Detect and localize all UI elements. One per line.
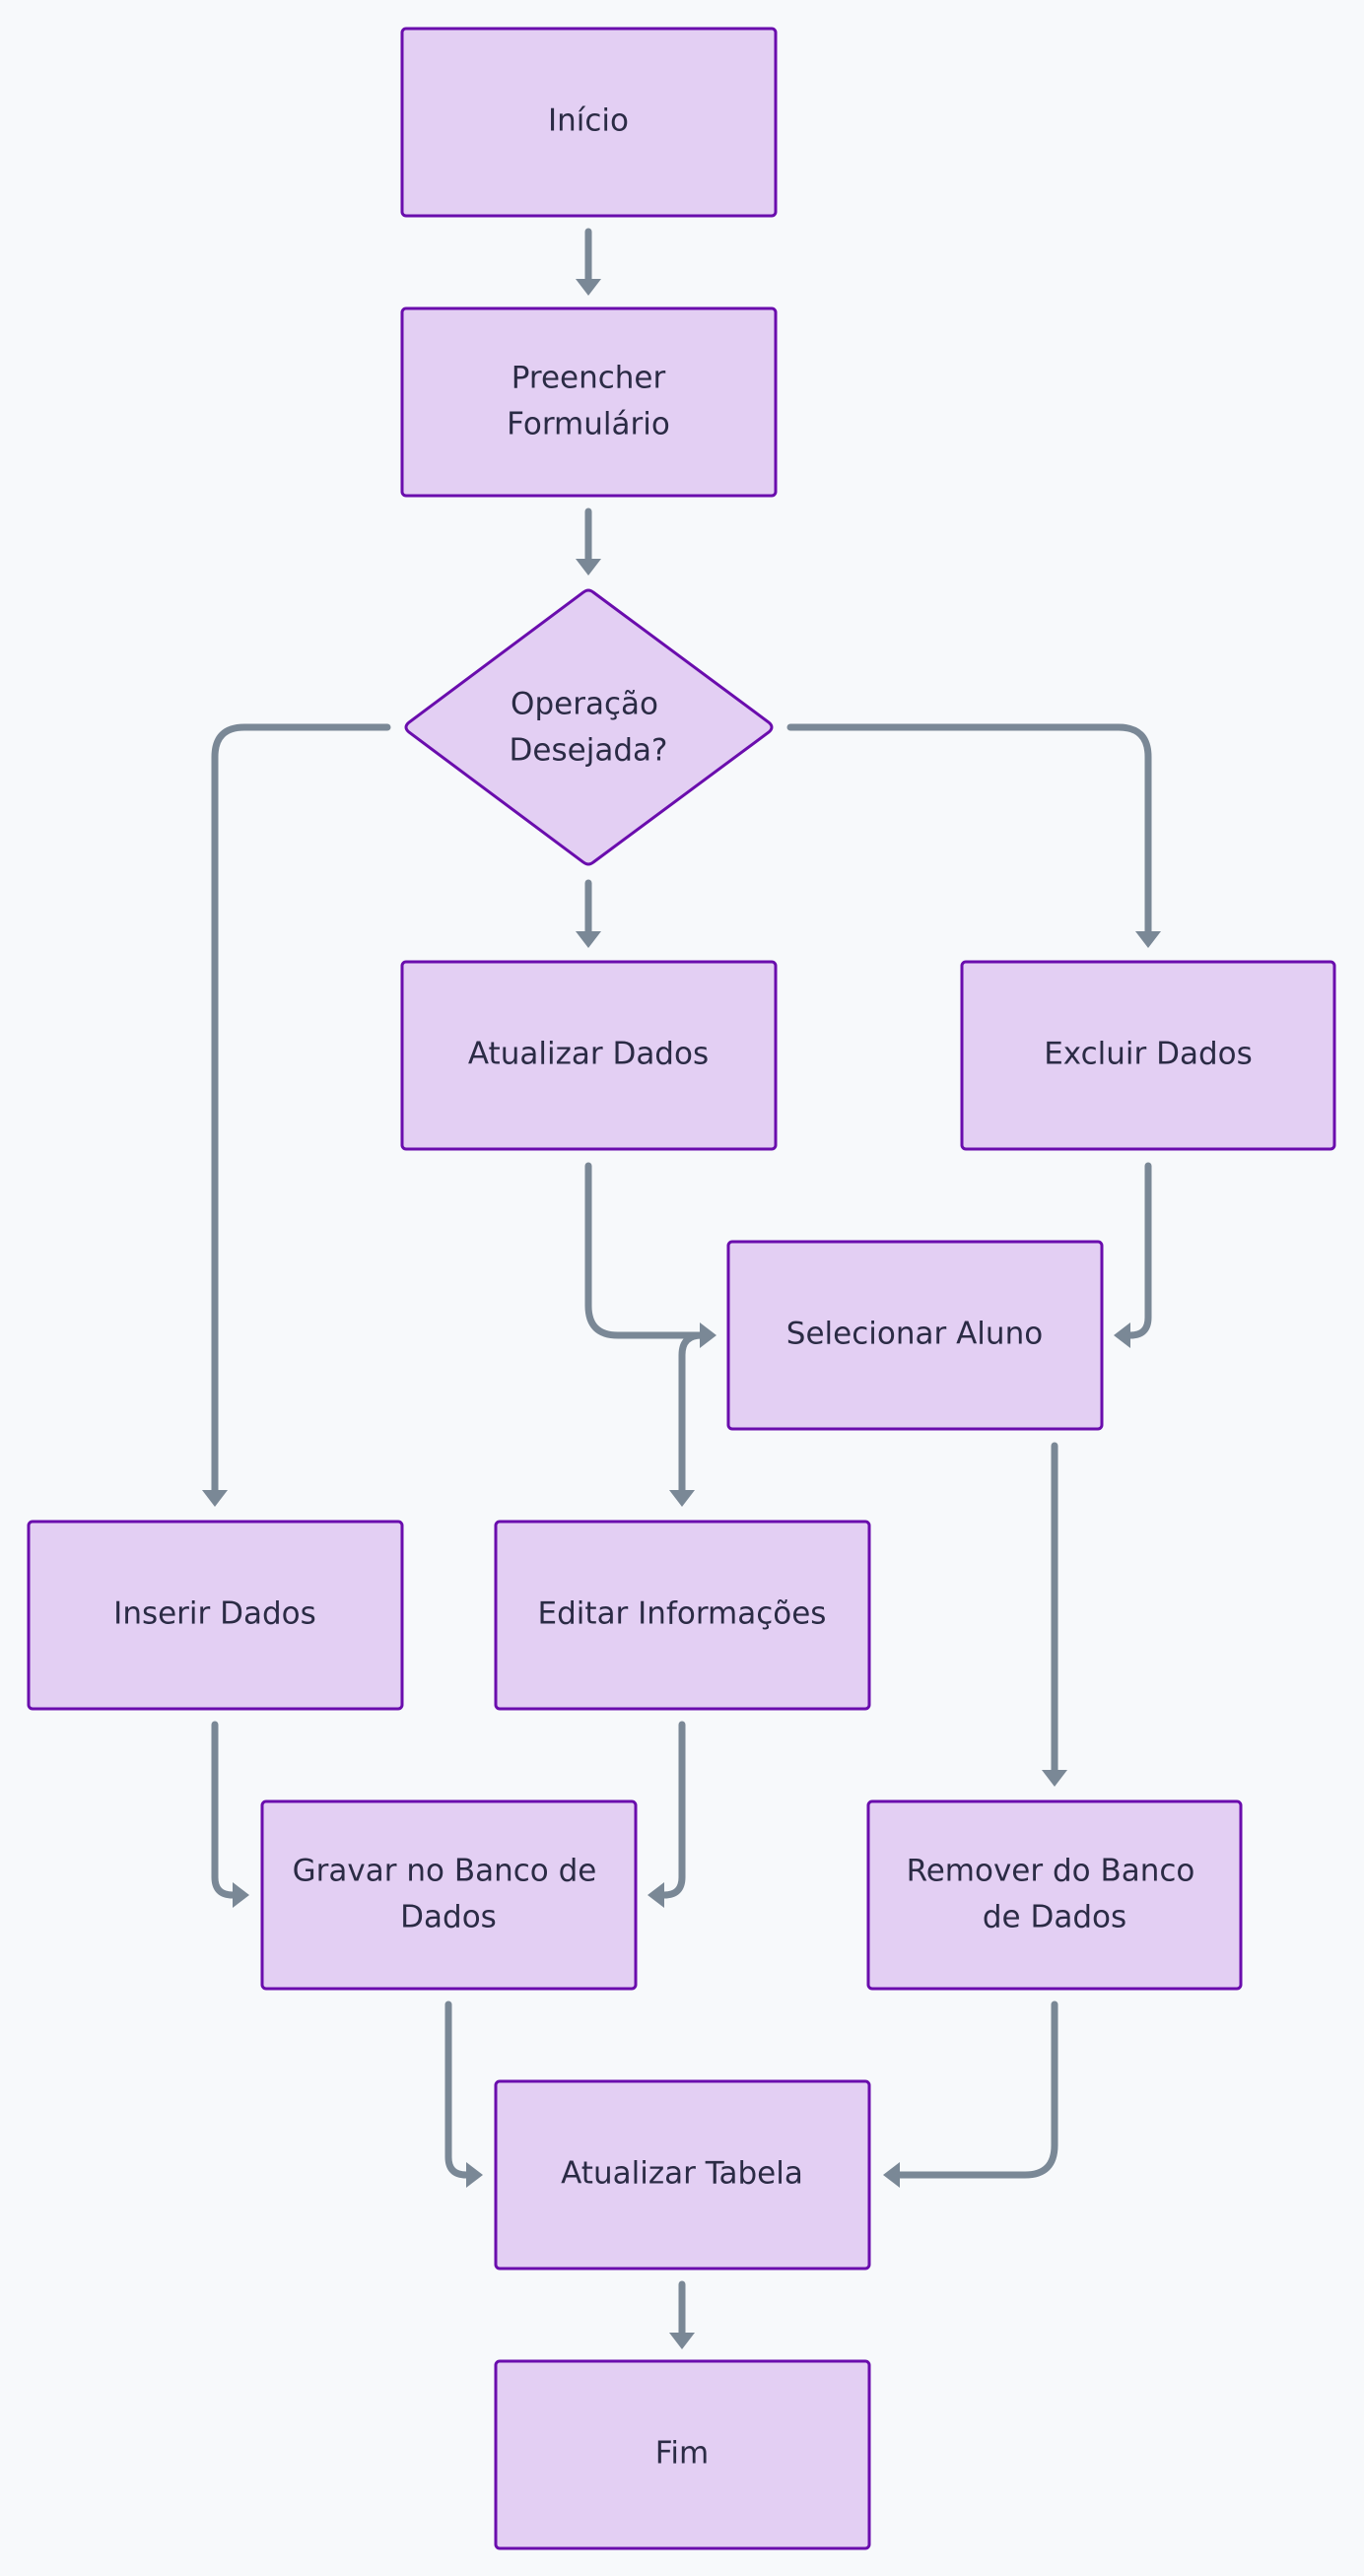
node-operacao-label-line2: Desejada? [510, 733, 668, 769]
edge-atualizar-selecionar [584, 1162, 704, 1339]
node-editar-informacoes: Editar Informações [494, 1520, 871, 1711]
arrowhead-icon [576, 931, 601, 948]
node-excluir-dados-label: Excluir Dados [1044, 1037, 1253, 1072]
node-gravar-banco-box [260, 1799, 638, 1991]
node-inicio-label: Início [548, 103, 629, 139]
node-fim-box [494, 2359, 871, 2550]
node-preencher-label-line1: Preencher [512, 361, 666, 396]
edge-operacao-inserir [211, 723, 391, 1494]
node-remover-banco-label-line2: de Dados [983, 1900, 1126, 1935]
node-preencher-box [400, 306, 778, 498]
arrowhead-icon [1042, 1770, 1067, 1787]
node-preencher-label-line2: Formulário [507, 407, 670, 442]
arrowhead-icon [669, 1490, 695, 1507]
node-inicio: Início [400, 27, 778, 218]
node-atualizar-tabela: Atualizar Tabela [494, 2079, 871, 2271]
arrowhead-icon [576, 559, 601, 576]
edge-remover-atualizar-tabela [896, 2000, 1058, 2179]
edge-editar-gravar [660, 1721, 686, 1899]
node-gravar-banco-label-line1: Gravar no Banco de [293, 1854, 597, 1889]
arrowhead-icon [669, 2333, 695, 2349]
node-inserir-dados: Inserir Dados [27, 1520, 404, 1711]
arrowhead-icon [1135, 931, 1161, 948]
node-remover-banco: Remover do Banco de Dados [866, 1799, 1243, 1991]
node-operacao-label-line1: Operação [511, 687, 658, 722]
edge-selecionar-editar [678, 1331, 706, 1494]
edge-gravar-atualizar-tabela [444, 2000, 470, 2179]
node-selecionar-aluno: Selecionar Aluno [726, 1240, 1104, 1431]
node-inserir-dados-label: Inserir Dados [113, 1596, 316, 1632]
edge-operacao-excluir [786, 723, 1152, 935]
node-operacao-diamond [404, 588, 774, 866]
node-selecionar-aluno-box [726, 1240, 1104, 1431]
arrowhead-icon [648, 1882, 664, 1908]
node-inserir-dados-box [27, 1520, 404, 1711]
node-selecionar-aluno-label: Selecionar Aluno [786, 1317, 1043, 1352]
edge-excluir-selecionar [1126, 1162, 1152, 1339]
node-atualizar-dados-box [400, 960, 778, 1151]
node-editar-informacoes-label: Editar Informações [538, 1596, 827, 1632]
node-atualizar-dados: Atualizar Dados [400, 960, 778, 1151]
node-atualizar-tabela-box [494, 2079, 871, 2271]
arrowhead-icon [233, 1882, 249, 1908]
node-atualizar-tabela-label: Atualizar Tabela [561, 2156, 803, 2192]
node-remover-banco-box [866, 1799, 1243, 1991]
node-editar-informacoes-box [494, 1520, 871, 1711]
arrowhead-icon [1114, 1322, 1130, 1348]
arrowhead-icon [700, 1322, 716, 1348]
node-gravar-banco: Gravar no Banco de Dados [260, 1799, 638, 1991]
node-fim-label: Fim [655, 2436, 709, 2472]
node-inicio-box [400, 27, 778, 218]
node-preencher-formulario: Preencher Formulário [400, 306, 778, 498]
node-fim: Fim [494, 2359, 871, 2550]
arrowhead-icon [466, 2162, 483, 2188]
arrowhead-icon [883, 2162, 900, 2188]
arrowhead-icon [202, 1490, 228, 1507]
node-atualizar-dados-label: Atualizar Dados [468, 1037, 709, 1072]
node-excluir-dados: Excluir Dados [960, 960, 1336, 1151]
arrowhead-icon [576, 279, 601, 296]
node-excluir-dados-box [960, 960, 1336, 1151]
node-gravar-banco-label-line2: Dados [400, 1900, 497, 1935]
node-remover-banco-label-line1: Remover do Banco [907, 1854, 1195, 1889]
edges [202, 228, 1161, 2349]
edge-inserir-gravar [211, 1721, 237, 1899]
node-operacao-desejada: Operação Desejada? [404, 588, 774, 866]
